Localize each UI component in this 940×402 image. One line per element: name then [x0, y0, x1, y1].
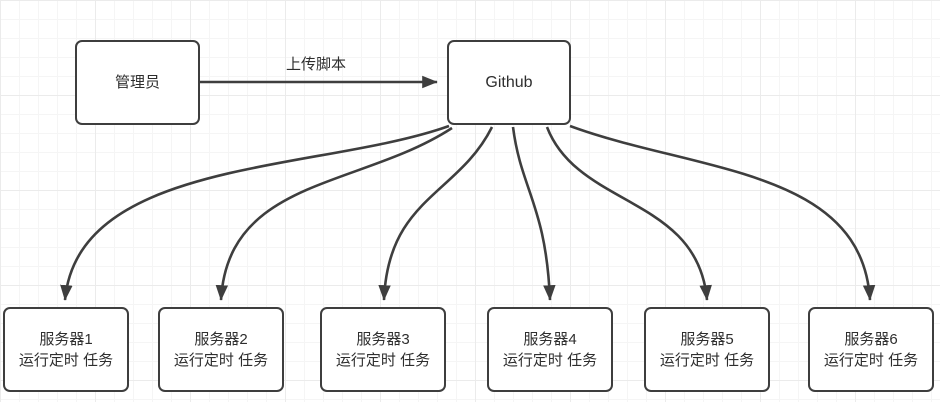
node-server-1[interactable]: 服务器1 运行定时 任务	[3, 307, 129, 392]
node-admin[interactable]: 管理员	[75, 40, 200, 125]
server-task: 运行定时 任务	[502, 351, 598, 369]
edge-label-upload-script: 上传脚本	[285, 56, 346, 73]
server-name: 服务器6	[844, 330, 898, 348]
server-name: 服务器3	[356, 330, 410, 348]
server-task: 运行定时 任务	[18, 351, 114, 369]
edge-github-to-server-1[interactable]	[60, 124, 450, 301]
node-server-4[interactable]: 服务器4 运行定时 任务	[487, 307, 613, 392]
server-task: 运行定时 任务	[335, 351, 431, 369]
node-server-6[interactable]: 服务器6 运行定时 任务	[808, 307, 934, 392]
node-admin-label: 管理员	[114, 74, 160, 91]
server-task: 运行定时 任务	[823, 351, 919, 369]
edge-github-to-server-2[interactable]	[215, 126, 453, 301]
server-name: 服务器1	[39, 330, 93, 348]
edge-github-to-server-5[interactable]	[545, 126, 712, 301]
server-name: 服务器2	[194, 330, 248, 348]
edge-github-to-server-4[interactable]	[511, 126, 556, 301]
node-github-label: Github	[485, 74, 533, 91]
server-name: 服务器4	[523, 330, 577, 348]
server-task: 运行定时 任务	[659, 351, 755, 369]
edge-github-to-server-3[interactable]	[378, 126, 494, 301]
node-server-2[interactable]: 服务器2 运行定时 任务	[158, 307, 284, 392]
node-github[interactable]: Github	[447, 40, 571, 125]
edge-github-to-server-6[interactable]	[569, 124, 876, 301]
node-server-3[interactable]: 服务器3 运行定时 任务	[320, 307, 446, 392]
server-task: 运行定时 任务	[173, 351, 269, 369]
node-server-5[interactable]: 服务器5 运行定时 任务	[644, 307, 770, 392]
server-name: 服务器5	[680, 330, 734, 348]
